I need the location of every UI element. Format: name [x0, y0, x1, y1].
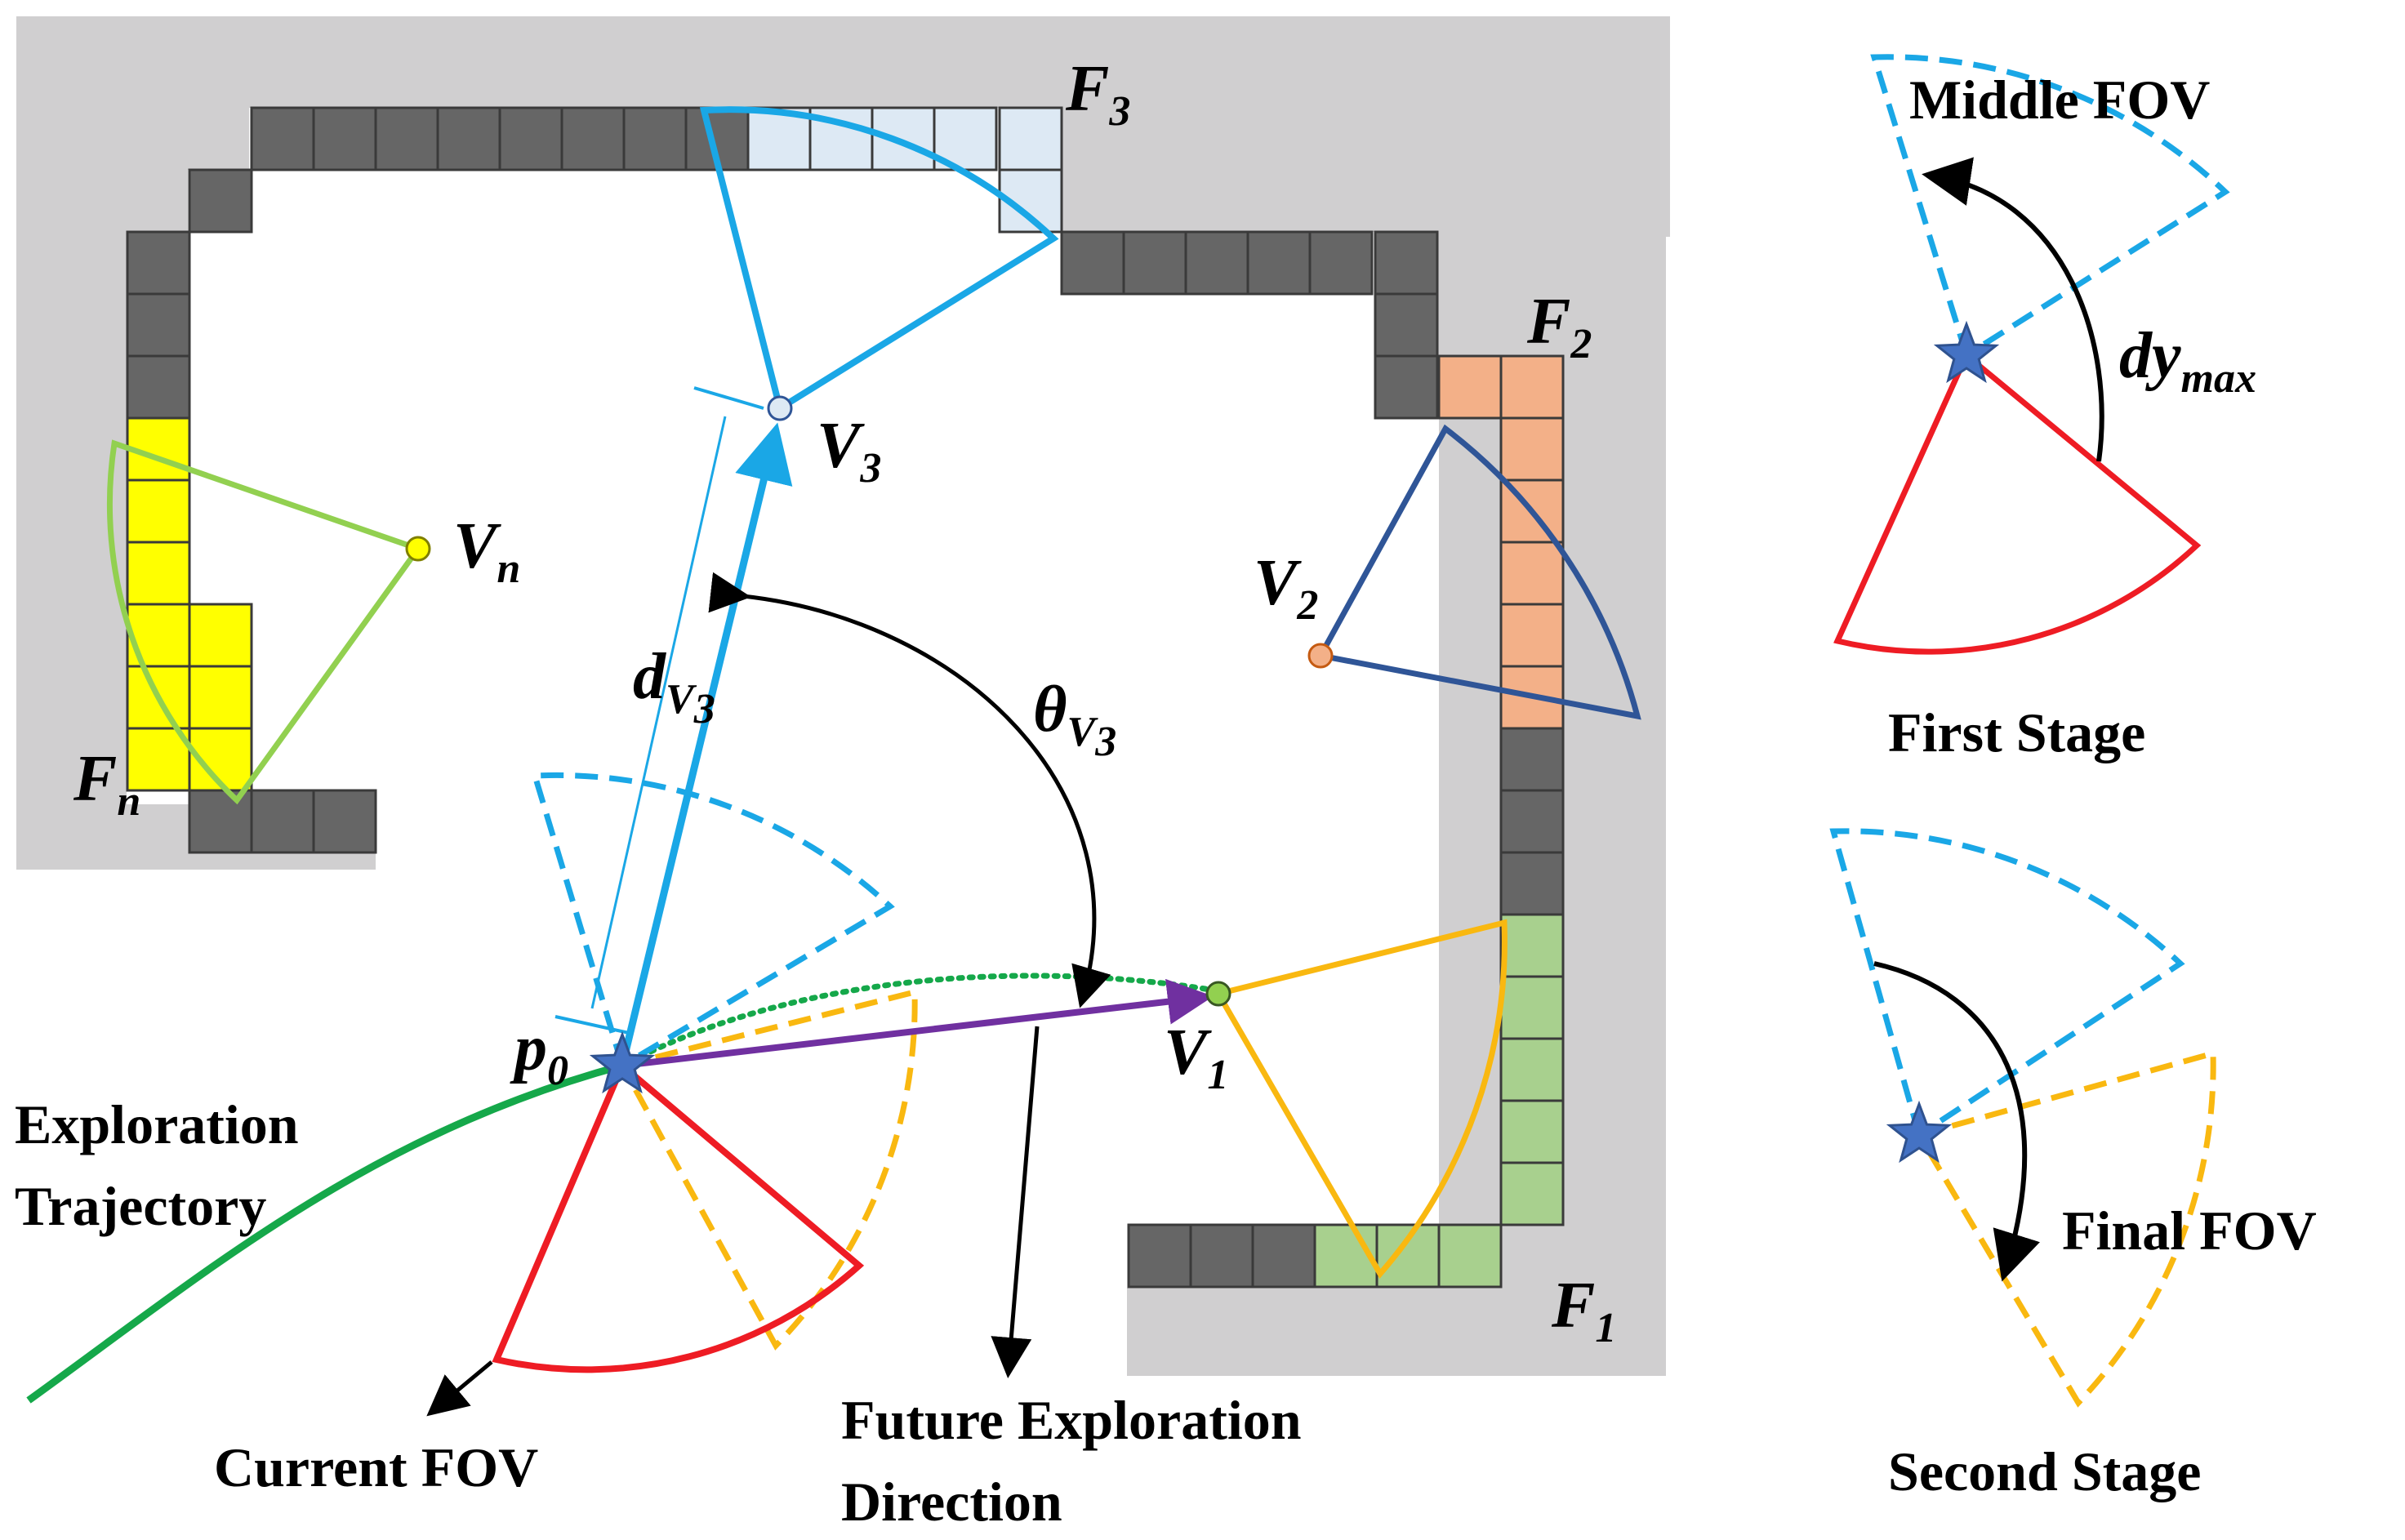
label-v2: V2: [1254, 547, 1318, 629]
viewpoint-v3: [767, 395, 793, 421]
label-f3: F3: [1065, 53, 1130, 135]
wall-cell: [1374, 230, 1439, 296]
wall-cell: [126, 354, 191, 420]
wall-cell: [436, 106, 501, 171]
wall-cell: [1374, 292, 1439, 358]
distance-tick-top: [693, 386, 764, 410]
exploration-trajectory-label-2: Trajectory: [15, 1175, 266, 1237]
frontier-f1-cell: [1499, 1037, 1565, 1102]
viewpoint-v1: [1205, 981, 1231, 1007]
frontier-fn-cell: [126, 541, 191, 606]
label-dymax: dymax: [2119, 320, 2256, 402]
wall-cell: [1122, 230, 1187, 296]
frontier-f2-cell: [1499, 354, 1565, 420]
frontier-f1-cell: [1499, 1161, 1565, 1226]
frontier-f3-cell: [871, 106, 936, 171]
robot-position-star: [589, 1030, 656, 1094]
label-theta: θV3: [1033, 674, 1116, 765]
future-direction-label-1: Future Exploration: [841, 1389, 1302, 1451]
current-fov-pointer: [426, 1360, 493, 1417]
frontier-fn-cell: [188, 603, 253, 668]
wall-cell: [1189, 1223, 1254, 1289]
label-vn: Vn: [453, 510, 520, 592]
wall-cell: [1374, 354, 1439, 420]
final-fov-label: Final FOV: [2062, 1200, 2317, 1262]
viewpoint-vn: [405, 536, 431, 562]
frontier-f2-cell: [1499, 416, 1565, 482]
fov-v3: [699, 106, 1059, 414]
stage1-current-fov: [1833, 350, 2202, 655]
second-stage-label: Second Stage: [1888, 1440, 2201, 1502]
label-p0: p0: [510, 1013, 568, 1094]
label-f2: F2: [1526, 286, 1592, 367]
frontier-fn-cell: [126, 478, 191, 544]
wall-cell: [126, 230, 191, 296]
label-dv3: dV3: [633, 641, 715, 732]
stage1-middle-fov: [1870, 54, 2230, 360]
wall-cell: [374, 106, 439, 171]
frontier-f1-cell: [1375, 1223, 1441, 1289]
wall-cell: [1251, 1223, 1316, 1289]
wall-cell: [312, 789, 377, 854]
wall-cell: [560, 106, 626, 171]
label-v1: V1: [1164, 1017, 1228, 1098]
frontier-f2-cell: [1499, 541, 1565, 606]
occupancy-grid: [126, 106, 1565, 1289]
future-direction-pointer: [991, 1026, 1040, 1378]
stage2-final-fov: [1914, 1049, 2216, 1408]
distance-dimension: [590, 416, 727, 1009]
label-v3: V3: [817, 410, 881, 492]
wall-cell: [1184, 230, 1249, 296]
stage2-rotation-arrow: [1873, 961, 2040, 1282]
angle-arc: [708, 572, 1111, 1008]
frontier-f2-cell: [1499, 603, 1565, 668]
frontier-f1-cell: [1499, 1099, 1565, 1164]
wall-cell: [188, 789, 253, 854]
wall-cell: [1060, 230, 1125, 296]
wall-cell: [1499, 851, 1565, 916]
label-fn: Fn: [73, 743, 140, 825]
wall-cell: [250, 106, 315, 171]
frontier-f1-cell: [1437, 1223, 1503, 1289]
stage2-middle-fov: [1829, 828, 2185, 1140]
distance-tick-bottom: [554, 1015, 630, 1035]
wall-cell: [1499, 727, 1565, 792]
wall-cell: [1308, 230, 1374, 296]
wall-cell: [622, 106, 688, 171]
first-stage-label: First Stage: [1888, 701, 2145, 763]
fov-current: [492, 1060, 865, 1373]
wall-cell: [1127, 1223, 1192, 1289]
fov-vn: [106, 439, 423, 805]
wall-cell: [1246, 230, 1312, 296]
future-direction-label-2: Direction: [841, 1471, 1062, 1533]
fov-v2: [1316, 424, 1641, 720]
wall-cell: [312, 106, 377, 171]
wall-cell: [188, 168, 253, 234]
stage1-rotation-arrow: [1922, 157, 2104, 462]
fov-v1: [1214, 919, 1508, 1279]
stage2-star: [1886, 1100, 1953, 1164]
frontier-f1-cell: [1499, 975, 1565, 1040]
exploration-trajectory: [26, 1062, 624, 1404]
arrow-p0-to-v3: [618, 422, 793, 1067]
fov-orange-dashed: [617, 988, 918, 1351]
current-fov-label: Current FOV: [214, 1436, 538, 1498]
wall-cell: [250, 789, 315, 854]
frontier-f2-cell: [1437, 354, 1503, 420]
frontier-f3-cell: [998, 106, 1063, 171]
stage1-star: [1933, 320, 2000, 384]
arrow-p0-to-v1: [621, 978, 1214, 1069]
middle-fov-label: Middle FOV: [1909, 69, 2210, 131]
wall-cell: [498, 106, 563, 171]
wall-cell: [126, 292, 191, 358]
frontier-f1-cell: [1499, 913, 1565, 978]
frontier-fn-cell: [188, 665, 253, 730]
exploration-trajectory-label-1: Exploration: [15, 1093, 299, 1155]
viewpoint-v2: [1307, 643, 1334, 669]
label-f1: F1: [1551, 1270, 1616, 1351]
frontier-fn-cell: [126, 727, 191, 792]
wall-cell: [1499, 789, 1565, 854]
